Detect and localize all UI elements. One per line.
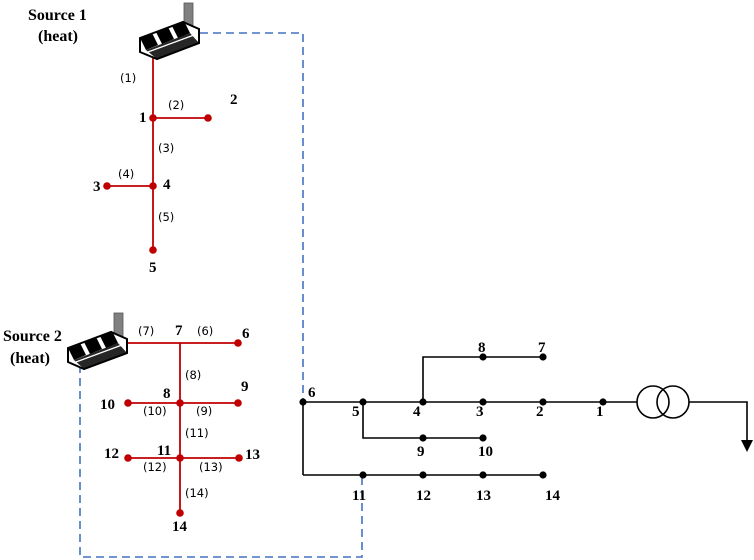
power-bus-label: 1 <box>596 404 604 420</box>
power-buses <box>299 353 607 479</box>
pipe-label: (9) <box>196 404 212 418</box>
power-bus-8 <box>479 353 487 361</box>
factory-icon-source2 <box>67 312 128 371</box>
source1-subtitle: (heat) <box>38 28 78 45</box>
heat-network-1 <box>107 55 208 250</box>
power-bus-14 <box>539 471 547 479</box>
heat-node-label: 3 <box>93 179 101 195</box>
heat-node-3 <box>103 182 111 190</box>
heat-node-label: 2 <box>230 92 238 108</box>
source2-subtitle: (heat) <box>10 350 50 367</box>
pipe-label: (2) <box>168 98 184 112</box>
source1-title: Source 1 <box>28 7 87 24</box>
power-bus-7 <box>539 353 547 361</box>
power-bus-label: 5 <box>352 404 360 420</box>
power-bus-label: 11 <box>352 488 366 504</box>
power-bus-label: 4 <box>413 404 421 420</box>
load-arrow-icon <box>741 440 753 452</box>
power-bus-3 <box>479 398 487 406</box>
transformer-icon <box>636 385 690 419</box>
pipe-label: (3) <box>158 141 174 155</box>
pipe-label: (12) <box>143 460 167 474</box>
heat-node-label: 14 <box>172 519 188 535</box>
heat-node-10 <box>124 399 132 407</box>
power-bus-4 <box>419 398 427 406</box>
power-bus-label: 7 <box>538 340 546 356</box>
heat-node-14 <box>176 509 184 517</box>
coupling-line-source1 <box>200 32 304 402</box>
heat-node-label: 10 <box>100 397 115 413</box>
power-bus-label: 9 <box>417 444 425 460</box>
heat-node-label: 11 <box>157 443 171 459</box>
power-bus-label: 13 <box>476 488 491 504</box>
heat-node-12 <box>124 454 132 462</box>
heat-node-8 <box>176 399 184 407</box>
pipe-label: (5) <box>158 210 174 224</box>
power-bus-11 <box>359 471 367 479</box>
power-bus-label: 6 <box>308 385 316 401</box>
pipe-label: (14) <box>185 486 209 500</box>
factory-icon-source1 <box>139 2 200 61</box>
pipe-label: (4) <box>118 167 134 181</box>
pipe-label: (7) <box>138 324 154 338</box>
heat-node-label: 4 <box>163 177 171 193</box>
heat-node-label: 13 <box>245 447 260 463</box>
heat-node-label: 6 <box>242 326 250 342</box>
power-line-transformer-load <box>689 401 748 440</box>
heat-node-label: 5 <box>149 260 157 276</box>
heat-node-13 <box>235 454 243 462</box>
pipe-label: (6) <box>197 324 213 338</box>
heat-node-label: 7 <box>175 323 183 339</box>
pipe-label: (11) <box>185 426 209 440</box>
heat-node-11 <box>176 454 184 462</box>
heat-network-1-nodes <box>103 114 212 254</box>
source2-title: Source 2 <box>3 328 62 345</box>
pipe-label: (1) <box>120 71 136 85</box>
heat-node-9 <box>234 399 242 407</box>
power-bus-label: 12 <box>416 488 431 504</box>
heat-node-label: 12 <box>104 446 119 462</box>
coupling-line-source2 <box>79 365 363 558</box>
power-bus-label: 3 <box>476 404 484 420</box>
power-bus-label: 10 <box>478 444 493 460</box>
pipe-label: (8) <box>185 368 201 382</box>
heat-node-2 <box>204 114 212 122</box>
power-bus-9 <box>419 434 427 442</box>
power-bus-10 <box>479 434 487 442</box>
heat-network-2 <box>124 342 239 513</box>
heat-node-label: 8 <box>163 386 171 402</box>
heat-node-6 <box>234 339 242 347</box>
pipe-label: (13) <box>199 460 223 474</box>
power-bus-label: 14 <box>545 488 561 504</box>
power-bus-2 <box>539 398 547 406</box>
power-bus-5 <box>359 398 367 406</box>
heat-network-2-nodes <box>124 339 243 517</box>
power-line-5-9-10 <box>362 402 483 439</box>
heat-node-4 <box>149 182 157 190</box>
power-line-4-8-7 <box>422 356 543 402</box>
power-bus-6 <box>299 398 307 406</box>
heat-node-1 <box>149 114 157 122</box>
heat-node-label: 1 <box>139 110 147 126</box>
heat-node-label: 9 <box>241 379 249 395</box>
heat-node-5 <box>149 246 157 254</box>
power-bus-13 <box>479 471 487 479</box>
power-bus-1 <box>599 398 607 406</box>
pipe-label: (10) <box>143 404 167 418</box>
power-bus-label: 8 <box>478 340 486 356</box>
power-bus-12 <box>419 471 427 479</box>
power-bus-label: 2 <box>536 404 544 420</box>
